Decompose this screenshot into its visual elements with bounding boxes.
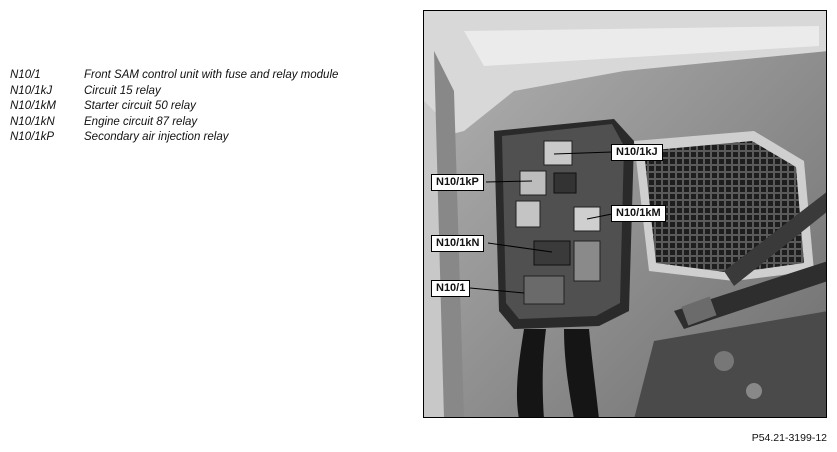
engine-bay-illustration — [424, 11, 826, 417]
callout-n10-1kn: N10/1kN — [431, 235, 485, 252]
legend-description: Engine circuit 87 relay — [84, 115, 198, 128]
legend-code: N10/1 — [10, 69, 41, 81]
callout-n10-1: N10/1 — [431, 280, 471, 297]
engine-bay-photo — [423, 10, 827, 418]
figure-reference-id: P54.21-3199-12 — [751, 432, 827, 444]
callout-n10-1km: N10/1kM — [611, 205, 666, 222]
legend-item: N10/1 Front SAM control unit with fuse a… — [10, 68, 338, 84]
legend-list: N10/1 Front SAM control unit with fuse a… — [10, 68, 338, 146]
legend-item: N10/1kN Engine circuit 87 relay — [10, 115, 338, 131]
legend-code: N10/1kJ — [10, 84, 53, 97]
legend-code: N10/1kM — [10, 100, 57, 112]
legend-description: Starter circuit 50 relay — [84, 100, 196, 112]
callout-n10-1kj: N10/1kJ — [611, 144, 663, 161]
legend-code: N10/1kN — [10, 115, 55, 128]
legend-item: N10/1kP Secondary air injection relay — [10, 130, 338, 146]
legend-description: Secondary air injection relay — [84, 131, 229, 143]
legend-item: N10/1kM Starter circuit 50 relay — [10, 99, 338, 115]
callout-n10-1kp: N10/1kP — [431, 174, 484, 191]
legend-code: N10/1kP — [10, 131, 55, 143]
legend-item: N10/1kJ Circuit 15 relay — [10, 84, 338, 100]
legend-description: Front SAM control unit with fuse and rel… — [84, 69, 339, 81]
legend-description: Circuit 15 relay — [84, 84, 161, 97]
